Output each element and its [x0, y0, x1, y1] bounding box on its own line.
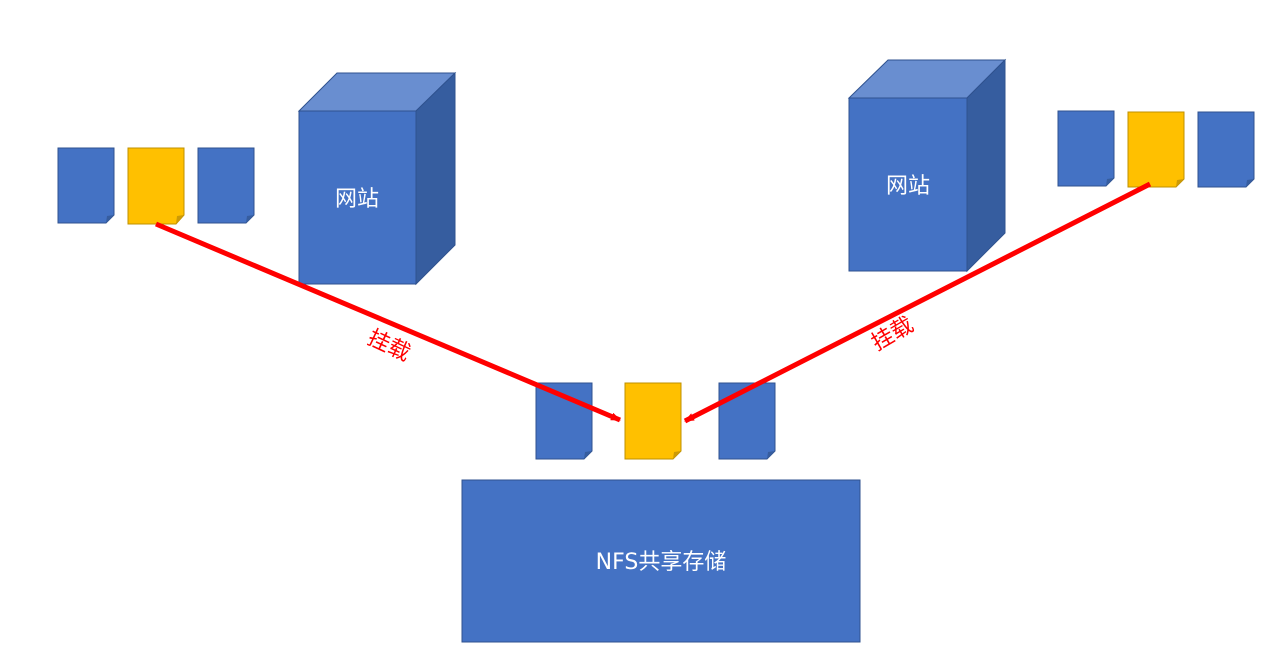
file-icon	[1057, 110, 1115, 187]
right-server-side	[966, 58, 1006, 273]
left-server-side	[415, 71, 456, 286]
file-icon	[197, 147, 255, 224]
nfs-storage-box	[461, 479, 861, 643]
nfs-storage-label: NFS共享存储	[596, 550, 727, 575]
left-mount-arrow	[155, 221, 621, 423]
nfs-storage: NFS共享存储	[461, 479, 861, 643]
file-icon	[718, 382, 776, 460]
right-file-group	[1057, 110, 1255, 188]
file-fold	[106, 215, 114, 223]
file-icon-highlighted	[127, 147, 185, 225]
file-fold	[767, 451, 775, 459]
right-server-front	[848, 97, 968, 272]
file-icon	[1197, 111, 1255, 188]
left-server-front	[298, 110, 417, 285]
left-file-group	[57, 147, 255, 225]
right-mount-label: 挂载	[867, 313, 918, 357]
file-fold	[246, 215, 254, 223]
file-fold	[1106, 178, 1114, 186]
right-mount-arrow	[683, 181, 1152, 424]
file-fold	[673, 451, 681, 459]
left-server-label: 网站	[335, 187, 379, 212]
file-icon-highlighted	[624, 382, 682, 460]
right-web-server: 网站	[847, 58, 1007, 273]
right-server-label: 网站	[886, 174, 930, 199]
file-icon-highlighted	[1127, 111, 1185, 188]
file-fold	[584, 451, 592, 459]
file-fold	[176, 215, 184, 224]
left-web-server: 网站	[297, 71, 457, 286]
file-fold	[1246, 179, 1254, 187]
file-icon	[57, 147, 115, 224]
file-fold	[1176, 179, 1184, 187]
